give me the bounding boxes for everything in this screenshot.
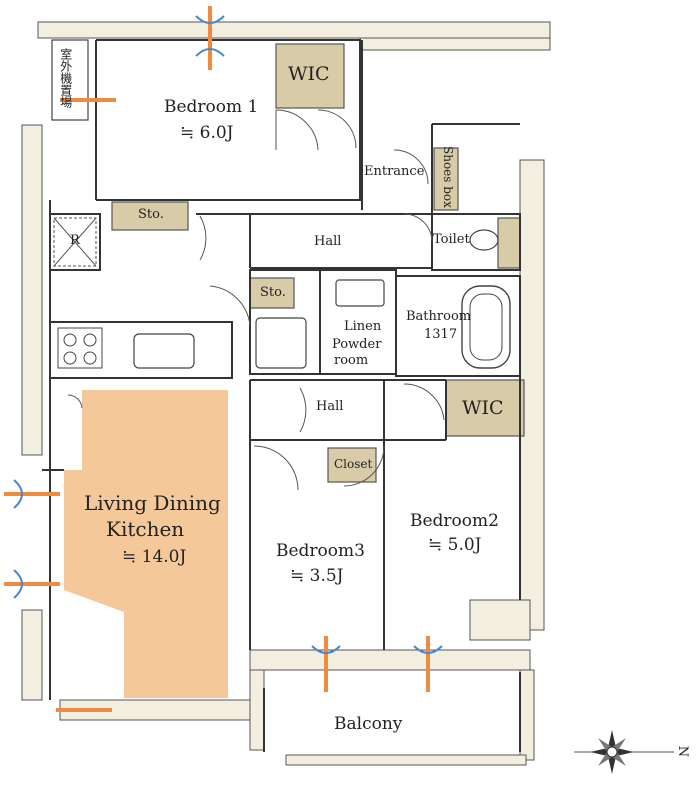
ldk-size: ≒ 14.0J (122, 547, 187, 567)
bathroom-label: Bathroom (406, 309, 472, 324)
ldk-fill (64, 390, 228, 698)
bedroom3-name: Bedroom3 (276, 541, 365, 561)
hall-lower-label: Hall (316, 399, 344, 414)
ldk-name-line2: Kitchen (106, 517, 185, 541)
stove-icon (57, 327, 103, 369)
bedroom2-name: Bedroom2 (410, 511, 499, 531)
refrigerator-icon (53, 217, 97, 267)
window-markers (4, 6, 443, 712)
outdoor-unit-area (51, 39, 89, 121)
washer-icon (255, 317, 307, 369)
storage-fills (111, 43, 525, 483)
sink-icon (133, 333, 195, 369)
bedroom1-size: ≒ 6.0J (180, 123, 234, 143)
toilet-label: Toilet (433, 232, 470, 247)
refrigerator-label: R (70, 233, 80, 248)
compass-north-label: N (675, 745, 691, 758)
compass-rose-icon (574, 730, 674, 774)
wic-lower-label: WIC (462, 397, 504, 419)
shoes-box-label: Shoes box (440, 146, 455, 208)
bathtub-inner (469, 293, 503, 361)
outdoor-unit-label: 室外機置場 (58, 48, 73, 108)
closet-label: Closet (334, 457, 373, 471)
linen-label: Linen (344, 319, 382, 334)
wic-upper-label: WIC (288, 63, 330, 85)
bathtub-icon (461, 285, 511, 369)
sto-upper-label: Sto. (138, 207, 164, 222)
entrance-label: Entrance (364, 164, 425, 179)
toilet-icon (469, 229, 499, 251)
hall-upper-label: Hall (314, 234, 342, 249)
balcony-label: Balcony (334, 714, 403, 734)
powder-room-line2: room (334, 353, 369, 368)
door-swings (67, 109, 445, 491)
ldk-name-line1: Living Dining (84, 491, 221, 515)
exterior-walls (21, 21, 551, 766)
bathroom-code: 1317 (424, 327, 458, 342)
bedroom3-size: ≒ 3.5J (290, 566, 344, 586)
powder-room-line1: Powder (332, 337, 382, 352)
washbasin-icon (335, 279, 385, 307)
bedroom1-name: Bedroom 1 (164, 97, 259, 117)
sto-lower-label: Sto. (260, 285, 286, 300)
bedroom2-size: ≒ 5.0J (428, 535, 482, 555)
